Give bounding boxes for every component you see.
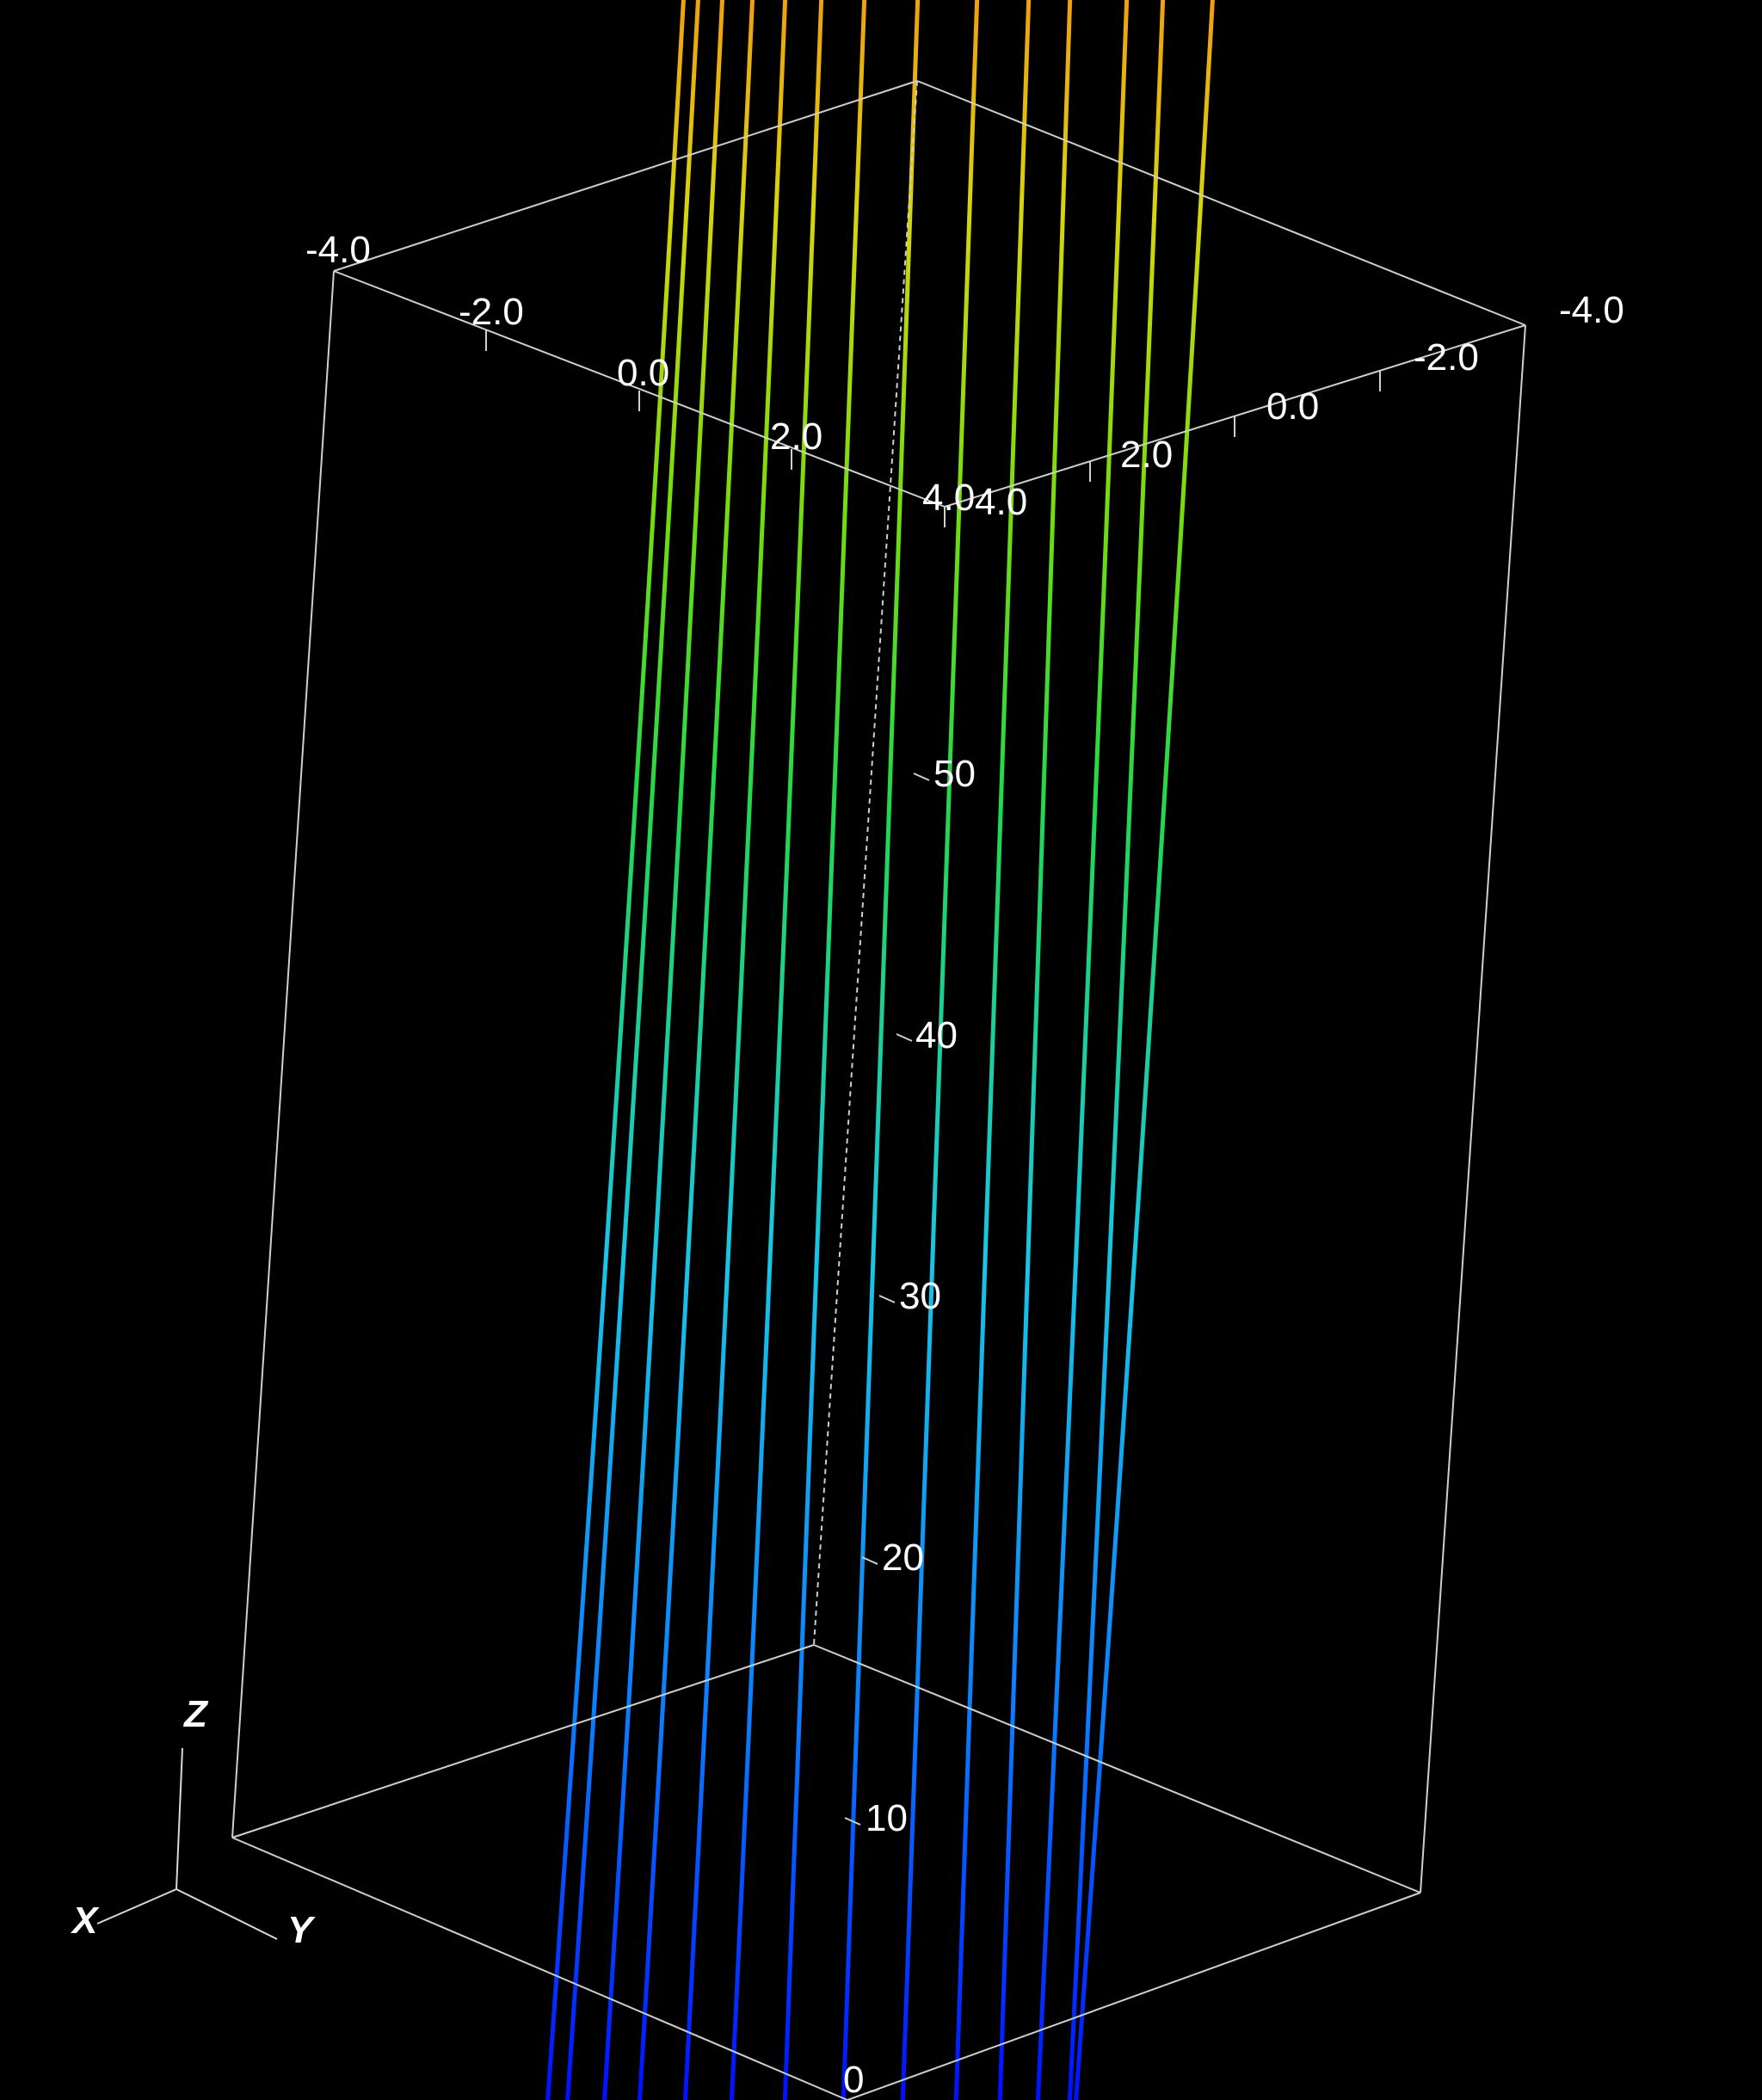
- z-tick-mark: [913, 773, 930, 781]
- y-tick-label: 2.0: [1120, 434, 1173, 476]
- z-tick-mark: [896, 1033, 913, 1042]
- orientation-y-axis: [176, 1888, 278, 1940]
- tick-labels: -4.0 -2.0 0.0 2.0 4.0 -4.0 -2.0 0.0 2.0 …: [305, 229, 1624, 2100]
- streamline: [729, 0, 824, 2100]
- y-tick-label: -2.0: [1414, 336, 1479, 379]
- box-edge-vertical-back: [813, 80, 918, 1646]
- z-tick-mark: [861, 1556, 878, 1565]
- orientation-x-axis: [96, 1888, 177, 1924]
- tick-marks: [485, 330, 1381, 1826]
- box-edge-vertical-left: [231, 270, 335, 1838]
- streamline: [1067, 0, 1166, 2100]
- box-edge-bottom-front-right: [847, 1892, 1421, 2100]
- orientation-x-label: X: [70, 1900, 100, 1942]
- streamlines-group: [545, 0, 1215, 2100]
- z-tick-label: 40: [915, 1014, 958, 1056]
- z-tick-label: 0: [843, 2059, 864, 2100]
- streamline: [682, 0, 788, 2100]
- z-tick-mark: [878, 1295, 896, 1303]
- orientation-axes-widget: Z X Y: [70, 1693, 316, 1951]
- orientation-z-axis: [176, 1747, 183, 1890]
- box-edge-top-front-right: [944, 324, 1526, 508]
- x-tick-label: -2.0: [459, 291, 524, 333]
- streamline: [602, 0, 725, 2100]
- box-edge-vertical-right: [1420, 324, 1526, 1894]
- streamline: [638, 0, 755, 2100]
- box-edge-bottom-front-left: [231, 1837, 848, 2100]
- streamline: [1074, 0, 1215, 2100]
- bounding-box: [231, 80, 1526, 2100]
- z-tick-label: 50: [933, 753, 976, 795]
- box-edge-bottom-left: [231, 1644, 815, 1838]
- x-tick-label: 4.0: [922, 477, 975, 519]
- streamline: [545, 0, 686, 2100]
- streamline: [997, 0, 1073, 2100]
- x-tick-label: 0.0: [617, 352, 669, 394]
- streamline: [1035, 0, 1130, 2100]
- streamline: [953, 0, 1032, 2100]
- box-edge-top-right: [916, 80, 1526, 326]
- y-tick-label: -4.0: [1559, 289, 1624, 331]
- z-tick-mark: [844, 1817, 861, 1826]
- z-tick-label: 30: [899, 1275, 941, 1317]
- z-tick-label: 20: [882, 1537, 924, 1579]
- y-tick-label: 4.0: [975, 481, 1027, 523]
- box-edge-bottom-right: [813, 1644, 1421, 1894]
- box-edge-top-left: [333, 80, 918, 272]
- x-tick-label: 2.0: [770, 416, 822, 458]
- orientation-z-label: Z: [182, 1693, 209, 1735]
- streamline: [565, 0, 700, 2100]
- x-tick-label: -4.0: [305, 229, 371, 271]
- orientation-y-label: Y: [287, 1909, 316, 1951]
- box-edge-top-front-left: [333, 270, 946, 508]
- y-tick-label: 0.0: [1266, 385, 1319, 428]
- z-tick-label: 10: [866, 1797, 908, 1839]
